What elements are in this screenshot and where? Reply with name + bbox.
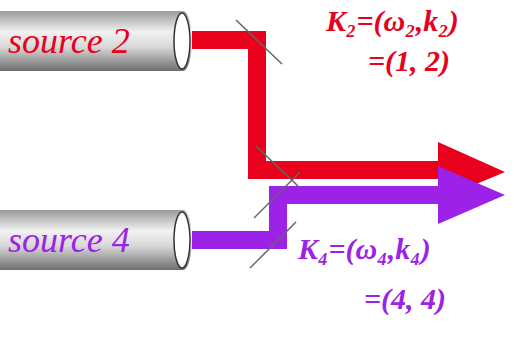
source-label: source 4 [8, 222, 130, 258]
wavevector-label: =(4, 4) [364, 284, 446, 314]
source-cylinder: source 2 [0, 10, 192, 72]
wavevector-label: =(1, 2) [368, 46, 450, 76]
wavevector-label: K₄=(ω₄,k₄) [298, 234, 431, 264]
wavevector-label: K₂=(ω₂,k₂) [326, 6, 459, 36]
mirrors [236, 20, 300, 268]
source-label: source 2 [8, 23, 130, 59]
source-cylinder: source 4 [0, 209, 192, 271]
purple-arrowhead [438, 166, 505, 224]
